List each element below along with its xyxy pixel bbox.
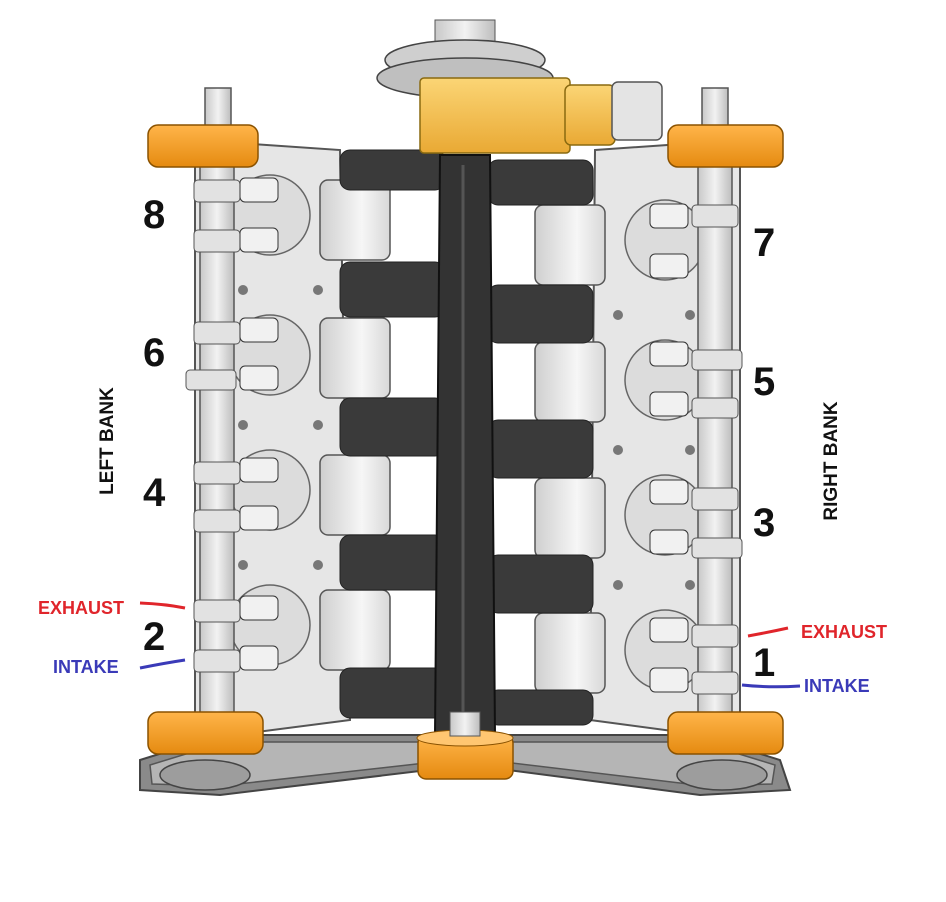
right-bank-label: RIGHT BANK bbox=[821, 401, 842, 521]
right-intake-label: INTAKE bbox=[804, 676, 870, 696]
left-valves bbox=[239, 177, 279, 671]
right-exhaust-label: EXHAUST bbox=[801, 622, 888, 642]
drive-motor bbox=[376, 19, 663, 154]
cylinder-4-label: 4 bbox=[143, 471, 166, 515]
left-bank-label: LEFT BANK bbox=[97, 387, 118, 495]
cylinder-6-label: 6 bbox=[143, 331, 166, 375]
cylinder-3-label: 3 bbox=[753, 501, 776, 545]
right-valves bbox=[649, 203, 689, 693]
cylinder-2-label: 2 bbox=[143, 615, 166, 659]
cylinder-7-label: 7 bbox=[753, 221, 776, 265]
cam-pulleys bbox=[147, 124, 784, 780]
left-exhaust-label: EXHAUST bbox=[38, 598, 125, 618]
annotation-marks bbox=[139, 601, 801, 689]
cylinder-1-label: 1 bbox=[753, 641, 776, 685]
left-intake-label: INTAKE bbox=[53, 657, 119, 677]
cylinder-5-label: 5 bbox=[753, 360, 776, 404]
cylinder-8-label: 8 bbox=[143, 193, 166, 237]
cylinder-runners bbox=[339, 149, 594, 736]
